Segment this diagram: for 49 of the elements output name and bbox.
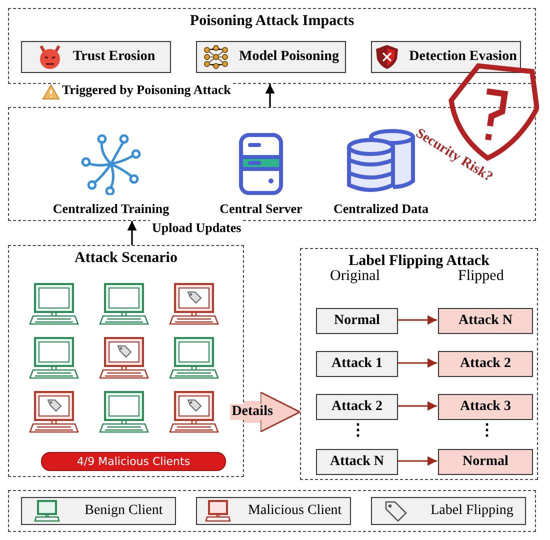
label-box xyxy=(371,41,521,73)
label-box xyxy=(316,394,398,420)
item-label: Central Server xyxy=(220,201,302,217)
edge-label: Details xyxy=(230,404,275,420)
box-label: Normal xyxy=(334,313,380,329)
flipped-label-box xyxy=(438,394,533,420)
label-box xyxy=(196,41,346,73)
legend-label: Malicious Client xyxy=(248,503,342,519)
label-box xyxy=(21,41,171,73)
flipped-label-box xyxy=(438,308,533,334)
flipped-label-box xyxy=(438,449,533,475)
column-header: Flipped xyxy=(458,268,504,285)
panel-title: Attack Scenario xyxy=(74,250,178,267)
arrow xyxy=(397,401,437,411)
panel-title: Label Flipping Attack xyxy=(348,253,490,270)
item-label: Centralized Training xyxy=(52,201,170,217)
arrow xyxy=(397,358,437,368)
count-badge: 4/9 Malicious Clients xyxy=(41,452,226,471)
arrow xyxy=(265,84,275,107)
ellipsis-mark: ⋮ xyxy=(350,421,366,440)
label-box xyxy=(316,449,398,475)
box-label: Normal xyxy=(462,454,508,470)
box-label: Attack 1 xyxy=(332,356,382,372)
box-label: Attack N xyxy=(458,313,513,329)
box-label: Attack 2 xyxy=(332,399,382,415)
arrow xyxy=(397,315,437,325)
box-label: Model Poisoning xyxy=(239,49,339,65)
item-label: Centralized Data xyxy=(334,201,428,217)
flipped-label-box xyxy=(438,351,533,377)
label-box xyxy=(316,308,398,334)
label-box xyxy=(316,351,398,377)
edge-label: Upload Updates xyxy=(150,220,244,236)
legend-label: Benign Client xyxy=(84,503,163,519)
edge-label: Triggered by Poisoning Attack xyxy=(60,82,233,98)
ellipsis-mark: ⋮ xyxy=(479,421,495,440)
box-label: Detection Evasion xyxy=(409,49,517,65)
panel-title: Poisoning Attack Impacts xyxy=(188,13,356,30)
legend-label: Label Flipping xyxy=(430,503,514,519)
dashed-panel xyxy=(300,248,538,480)
dashed-panel xyxy=(8,107,536,221)
block-arrow xyxy=(244,391,301,433)
box-label: Trust Erosion xyxy=(72,49,156,65)
arrow xyxy=(127,221,137,245)
dashed-panel xyxy=(8,8,536,84)
box-label: Attack 3 xyxy=(460,399,511,415)
box-label: Attack 2 xyxy=(460,356,511,372)
column-header: Original xyxy=(330,268,380,285)
box-label: Attack N xyxy=(330,454,384,470)
arrow xyxy=(397,456,437,466)
